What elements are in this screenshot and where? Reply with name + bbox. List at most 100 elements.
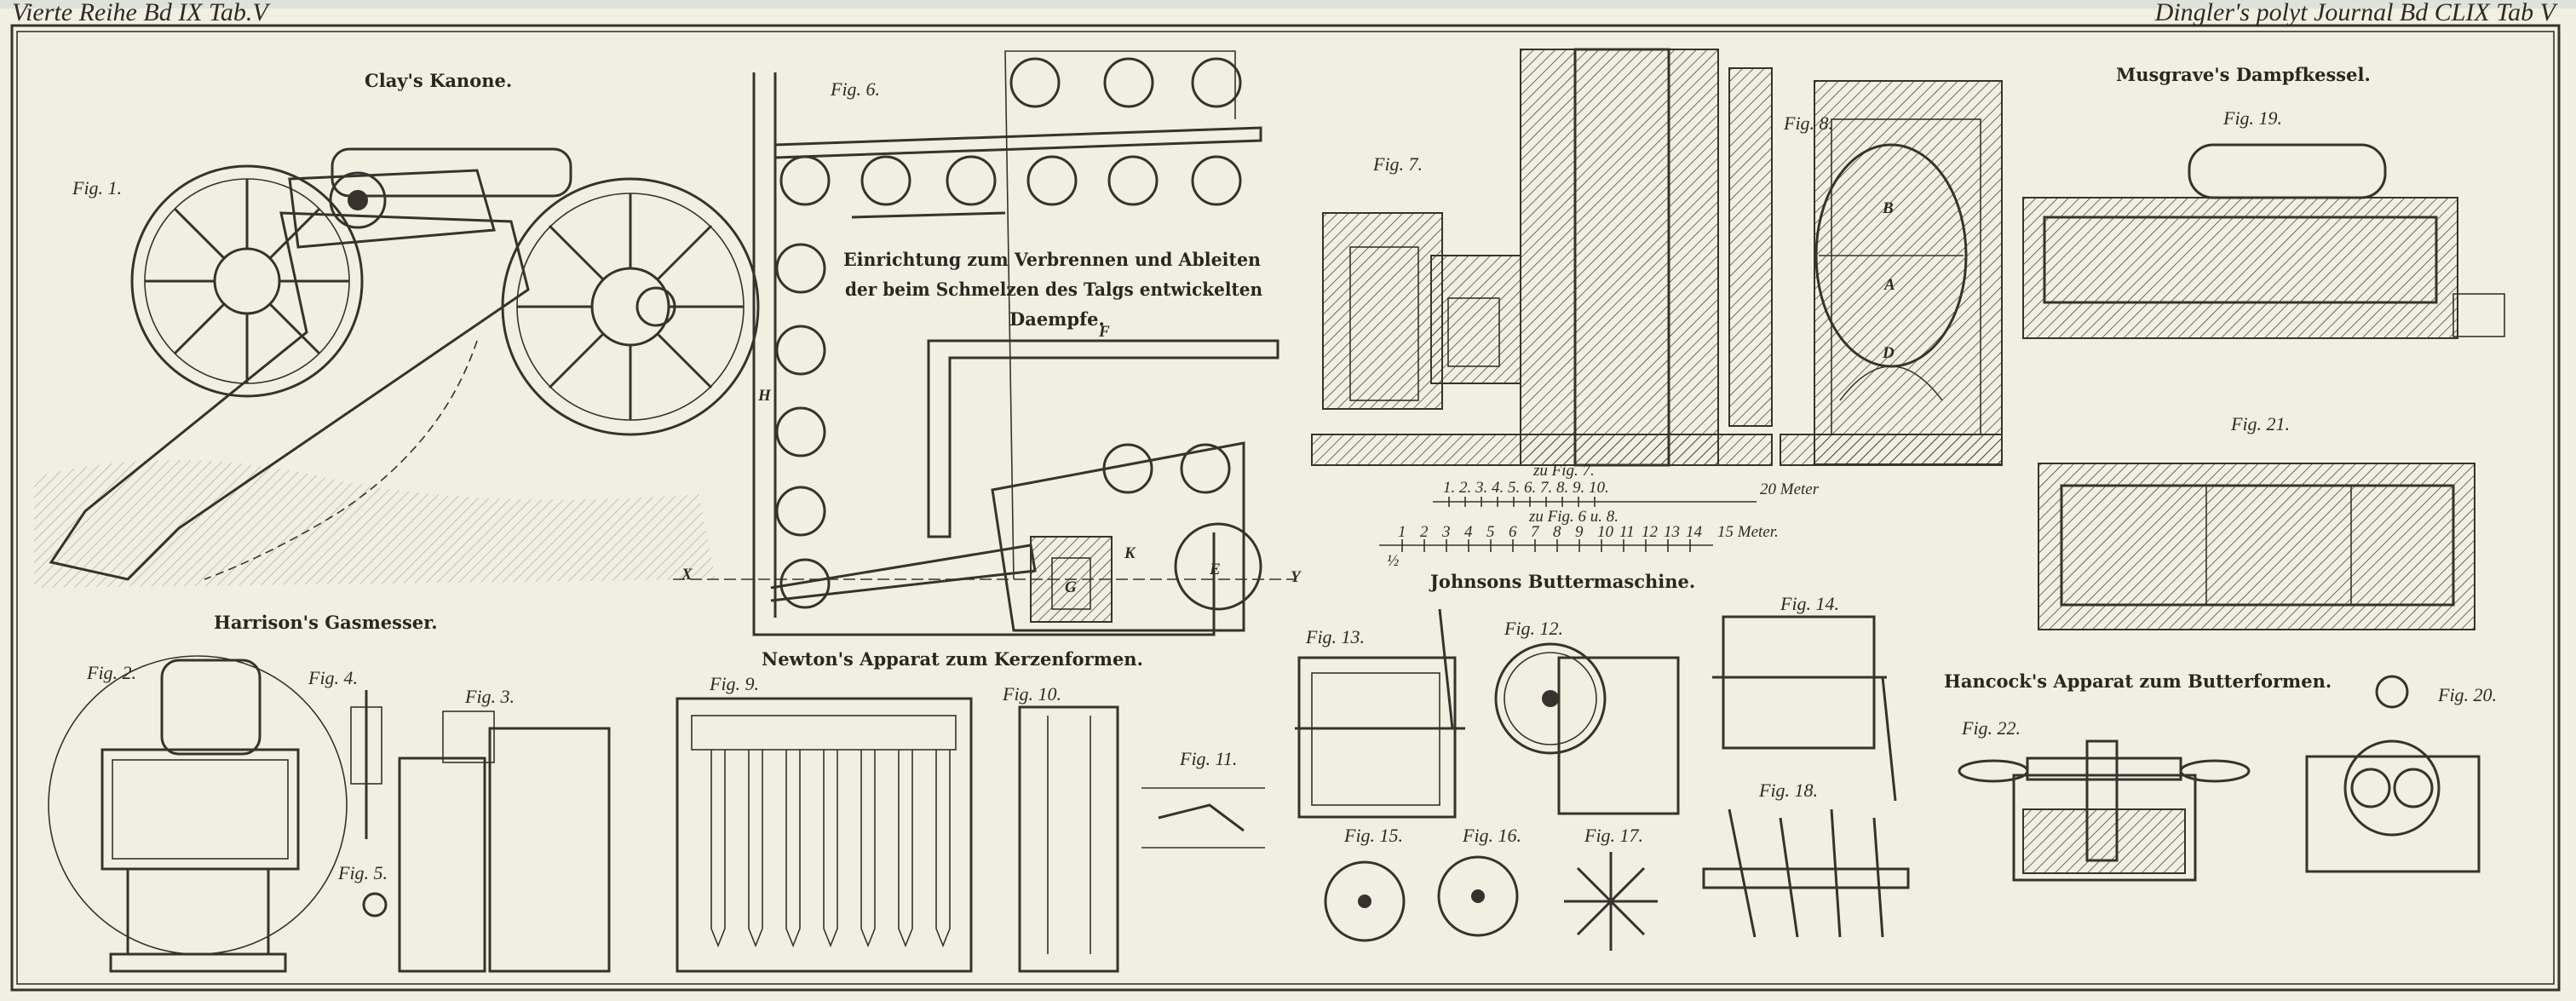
scale-tick-label: 2 <box>1420 523 1429 541</box>
scale-fig-68-label: zu Fig. 6 u. 8. <box>1528 508 1619 526</box>
tallow-title: Einrichtung zum Verbrennen und Ableiten … <box>843 249 1262 330</box>
fig-18-beater-shaft <box>1702 808 1910 938</box>
scale-fig-68-end: 15 Meter. <box>1717 523 1779 541</box>
scale-fig-7: zu Fig. 7. 1.2.3.4.5.6.7.8.9.10. 20 Mete… <box>1433 462 1820 507</box>
header-right: Dingler's polyt Journal Bd CLIX Tab V <box>2154 0 2559 26</box>
retort-circle <box>1107 155 1159 206</box>
scale-fig-7-end: 20 Meter <box>1760 480 1820 498</box>
cannon-title: Clay's Kanone. <box>365 70 512 91</box>
fig-17-star-beater <box>1564 852 1658 951</box>
fig-20-butter-mould-plan <box>2305 675 2481 873</box>
candle-mould <box>935 750 951 948</box>
fig-6-furnace-plan <box>673 50 1295 636</box>
retort-circle <box>1180 443 1231 494</box>
scale-tick-label: 8 <box>1553 523 1561 541</box>
scale-fig-68-half: ½ <box>1387 552 1399 570</box>
fig-19-label: Fig. 19. <box>2222 107 2282 129</box>
fig-20-label: Fig. 20. <box>2437 684 2497 705</box>
retort-circle <box>1009 57 1061 108</box>
fig-10-candle-mould-side <box>1018 705 1119 973</box>
fig-11-detail <box>1141 787 1265 849</box>
fig-17-label: Fig. 17. <box>1584 825 1643 846</box>
cannon-drawing <box>34 147 760 588</box>
part-label-A: A <box>1883 276 1895 294</box>
hancock-title: Hancock's Apparat zum Butterformen. <box>1944 670 2332 692</box>
fig-22-label: Fig. 22. <box>1961 717 2021 739</box>
fig-3-meter-section <box>398 710 611 973</box>
part-label-K: K <box>1124 544 1136 562</box>
musgrave-title: Musgrave's Dampfkessel. <box>2116 64 2371 85</box>
retort-circle <box>860 155 911 206</box>
candle-mould <box>898 750 913 948</box>
scale-tick-label: 10. <box>1589 479 1609 497</box>
retort-circle <box>775 486 826 537</box>
fig-5-label: Fig. 5. <box>337 862 388 883</box>
fig-13-label: Fig. 13. <box>1305 626 1365 647</box>
retort-circle <box>779 558 831 609</box>
scale-tick-label: 11 <box>1619 523 1635 541</box>
scale-tick-label: 2. <box>1459 479 1471 497</box>
candle-mould <box>785 750 801 948</box>
harrison-title: Harrison's Gasmesser. <box>214 612 438 633</box>
retort-circle <box>775 243 826 294</box>
fig-8-boiler-section <box>1780 80 2003 466</box>
tallow-title-line-2: der beim Schmelzen des Talgs entwickelte… <box>845 279 1262 300</box>
scale-tick-label: 9. <box>1573 479 1584 497</box>
retort-circle <box>779 155 831 206</box>
fig-3-label: Fig. 3. <box>464 686 515 707</box>
fig-4-valve <box>350 690 382 839</box>
fig-15-label: Fig. 15. <box>1343 825 1403 846</box>
scale-tick-label: 5. <box>1508 479 1520 497</box>
fig-2-label: Fig. 2. <box>86 662 136 683</box>
fig-12-label: Fig. 12. <box>1504 618 1563 639</box>
candle-mould <box>748 750 763 948</box>
scale-tick-label: 6 <box>1509 523 1517 541</box>
fig-1-label: Fig. 1. <box>72 177 122 198</box>
scale-tick-label: 6. <box>1524 479 1536 497</box>
fig-14-label: Fig. 14. <box>1780 593 1839 614</box>
fig-18-label: Fig. 18. <box>1758 780 1818 801</box>
fig-7-chimney-section <box>1311 48 1773 467</box>
scale-tick-label: 8. <box>1556 479 1568 497</box>
retort-circle <box>946 155 997 206</box>
fig-15-disc <box>1324 860 1406 942</box>
fig-8-label: Fig. 8. <box>1783 112 1833 134</box>
retort-circle <box>1191 57 1242 108</box>
fig-19-boiler <box>2022 143 2505 339</box>
scale-tick-label: 3 <box>1441 523 1451 541</box>
scale-tick-label: 9 <box>1575 523 1584 541</box>
retort-circle <box>1026 155 1078 206</box>
part-label-D: D <box>1882 344 1895 362</box>
scale-tick-label: 3. <box>1475 479 1487 497</box>
fig-13-churn <box>1295 608 1465 819</box>
scale-tick-label: 7. <box>1540 479 1552 497</box>
fig-16-disc <box>1437 855 1519 937</box>
retort-circle <box>1103 57 1154 108</box>
fig-9-candle-mould-frame <box>676 697 973 973</box>
scale-tick-label: 10 <box>1597 523 1614 541</box>
retort-circle <box>1102 443 1153 494</box>
retort-circle <box>775 406 826 457</box>
fig-10-label: Fig. 10. <box>1002 683 1061 705</box>
johnson-title: Johnsons Buttermaschine. <box>1429 571 1695 592</box>
fig-6-label: Fig. 6. <box>830 78 880 100</box>
scale-tick-label: 14 <box>1686 523 1703 541</box>
part-label-G: G <box>1065 578 1077 596</box>
scale-tick-label: 5 <box>1486 523 1495 541</box>
part-label-X: X <box>681 566 693 584</box>
scale-tick-label: 4. <box>1492 479 1504 497</box>
scale-tick-label: 4 <box>1464 523 1473 541</box>
fig-2-gas-meter <box>48 655 348 973</box>
candle-mould <box>860 750 876 948</box>
scale-tick-label: 13 <box>1664 523 1680 541</box>
part-label-E: E <box>1209 561 1221 578</box>
candle-mould <box>823 750 838 948</box>
scale-tick-label: 1 <box>1398 523 1406 541</box>
scale-tick-label: 1. <box>1443 479 1455 497</box>
fig-12-churn-wheel <box>1494 642 1680 815</box>
fig-7-label: Fig. 7. <box>1372 153 1423 175</box>
header-left: Vierte Reihe Bd IX Tab.V <box>12 0 271 26</box>
newton-title: Newton's Apparat zum Kerzenformen. <box>762 648 1143 670</box>
